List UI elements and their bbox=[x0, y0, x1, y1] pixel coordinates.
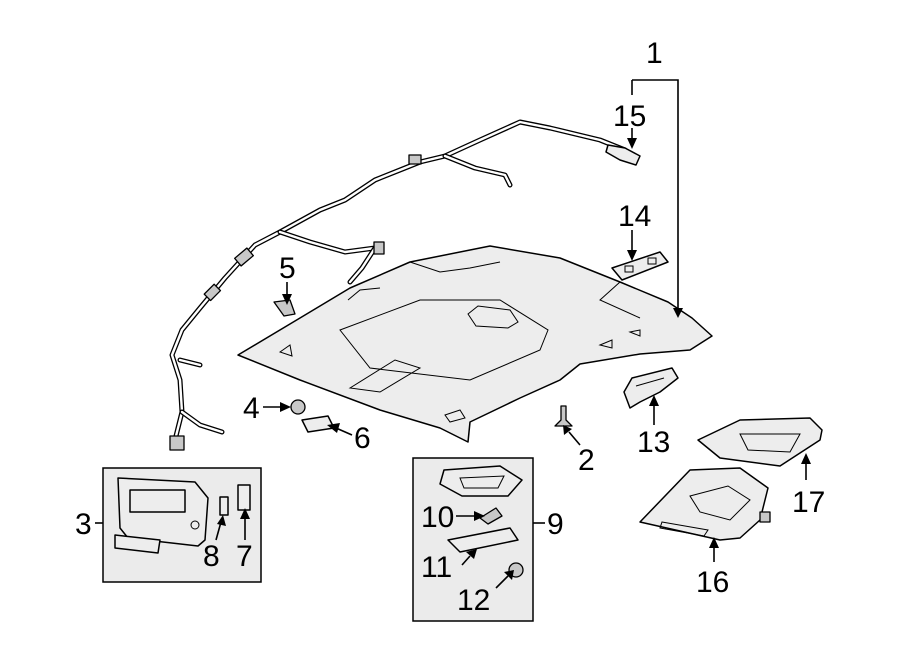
callout-8: 8 bbox=[203, 540, 220, 573]
leader-lines bbox=[95, 79, 811, 589]
callout-labels: 1 15 14 5 4 6 2 13 17 16 3 8 7 9 10 11 1… bbox=[75, 37, 825, 617]
dome-lamp-group-box bbox=[412, 457, 534, 622]
headliner-panel bbox=[237, 245, 713, 443]
callout-17: 17 bbox=[792, 486, 825, 519]
part-14-bracket bbox=[611, 251, 669, 281]
callout-13: 13 bbox=[637, 426, 670, 459]
part-2-push-pin bbox=[554, 405, 573, 427]
wiring-harness bbox=[169, 119, 628, 451]
callout-9: 9 bbox=[547, 508, 564, 541]
callout-11: 11 bbox=[421, 551, 452, 584]
callout-14: 14 bbox=[618, 200, 651, 233]
callout-3: 3 bbox=[75, 508, 92, 541]
callout-4: 4 bbox=[243, 392, 260, 425]
part-5-clip bbox=[273, 299, 296, 317]
part-15-connector bbox=[605, 144, 641, 166]
part-6-cap bbox=[301, 415, 335, 433]
callout-10: 10 bbox=[421, 501, 454, 534]
part-16-overhead-console bbox=[639, 467, 771, 541]
callout-7: 7 bbox=[236, 540, 253, 573]
callout-12: 12 bbox=[457, 584, 490, 617]
sunvisor-group-box bbox=[102, 467, 262, 583]
callout-1: 1 bbox=[646, 37, 663, 70]
part-13-grab-handle bbox=[623, 367, 679, 409]
part-17-console-lens bbox=[697, 417, 823, 467]
part-4-retainer bbox=[290, 399, 306, 415]
callout-5: 5 bbox=[279, 252, 296, 285]
callout-15: 15 bbox=[613, 100, 646, 133]
callout-2: 2 bbox=[578, 444, 595, 477]
callout-6: 6 bbox=[354, 422, 371, 455]
callout-16: 16 bbox=[696, 566, 729, 599]
